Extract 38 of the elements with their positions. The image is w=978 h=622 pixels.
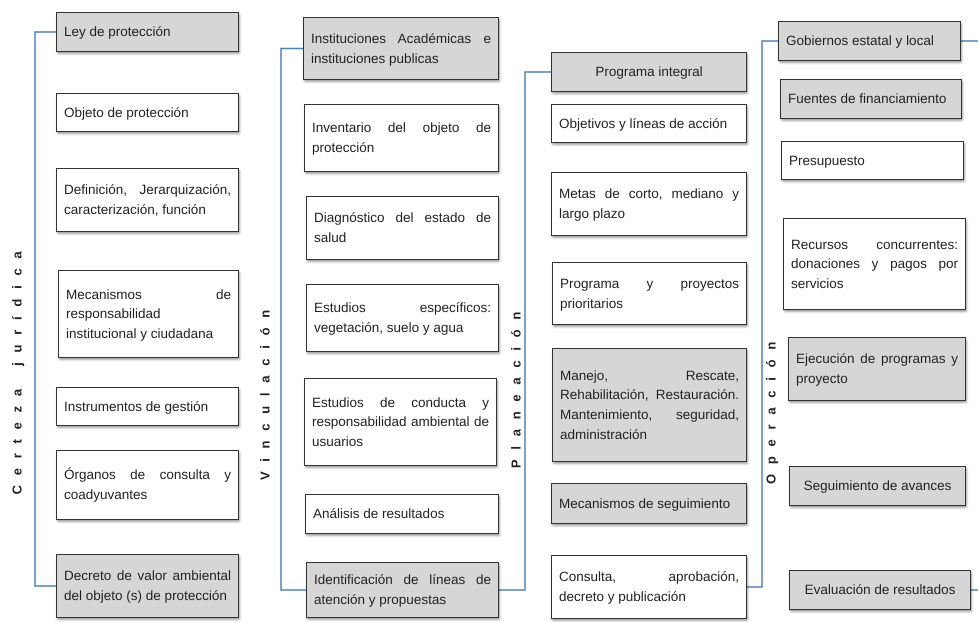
connector-line <box>971 589 978 591</box>
process-box: Mecanismos de responsabilidad institucional y ciudadana <box>58 270 239 358</box>
process-box: Metas de corto, mediano y largo plazo <box>551 172 747 236</box>
process-box: Mecanismos de seguimiento <box>551 483 747 524</box>
process-box: Presupuesto <box>781 141 964 180</box>
process-box: Ley de protección <box>56 12 239 52</box>
process-box: Gobiernos estatal y local <box>778 21 961 61</box>
column-heading: Planeación <box>508 302 524 468</box>
process-box: Órganos de consulta y coadyuvantes <box>56 450 239 520</box>
process-box: Consulta, aprobación, decreto y publicación <box>551 555 747 619</box>
process-box: Objeto de protección <box>56 93 239 132</box>
column-heading: Operación <box>764 332 778 484</box>
process-box: Objetivos y líneas de acción <box>551 104 747 143</box>
connector-line <box>280 48 306 591</box>
process-box: Manejo, Rescate, Rehabilitación, Restauración. Mantenimiento, seguridad, administración <box>552 348 747 462</box>
connector-line <box>34 31 56 587</box>
process-box: Inventario del objeto de protección <box>304 104 499 172</box>
column-heading: Vinculación <box>258 300 272 480</box>
process-box: Estudios específicos: vegetación, suelo y agua <box>306 284 499 352</box>
connector-line <box>747 40 778 588</box>
process-box: Fuentes de financiamiento <box>780 79 962 119</box>
process-box: Instrumentos de gestión <box>56 387 239 426</box>
process-box: Programa y proyectos prioritarios <box>552 262 747 325</box>
process-box: Evaluación de resultados <box>789 570 971 610</box>
connector-line <box>499 71 551 591</box>
process-box: Decreto de valor ambiental del objeto (s) de protección <box>56 554 239 618</box>
process-box: Estudios de conducta y responsabilidad ambiental de usuarios <box>304 378 497 466</box>
process-box: Diagnóstico del estado de salud <box>306 196 499 260</box>
process-box: Análisis de resultados <box>305 494 499 534</box>
process-box: Seguimiento de avances <box>789 466 966 506</box>
process-box: Recursos concurrentes: donaciones y pagos por servicios <box>783 218 966 310</box>
connector-line <box>961 40 978 42</box>
process-box: Ejecución de programas y proyecto <box>788 337 966 401</box>
column-heading: Certeza jurídica <box>10 242 24 494</box>
process-box: Identificación de líneas de atención y propuestas <box>306 562 499 618</box>
process-box: Definición, Jerarquización, caracterización, función <box>56 168 239 232</box>
process-box: Instituciones Académicas e instituciones publicas <box>303 17 499 80</box>
process-box: Programa integral <box>551 52 747 92</box>
